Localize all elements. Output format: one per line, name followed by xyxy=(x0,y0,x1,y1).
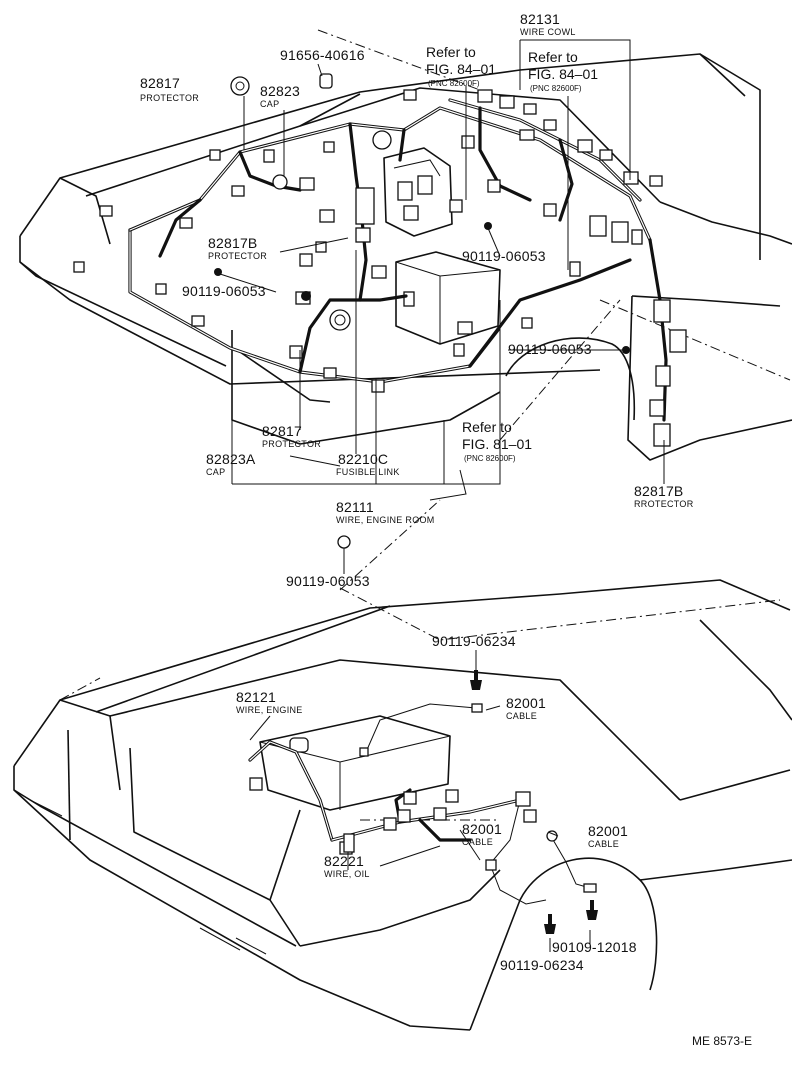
connectors-bottom xyxy=(249,703,597,893)
label-ref84a-pnc: (PNC 82600F) xyxy=(428,79,480,88)
label-82001b-num: 82001 xyxy=(462,821,502,837)
label-82121-num: 82121 xyxy=(236,689,276,705)
leader-lines-bottom xyxy=(249,650,591,952)
label-91656-num: 91656-40616 xyxy=(280,47,365,63)
label-90119c-num: 90119-06053 xyxy=(508,341,592,357)
connectors-top xyxy=(73,89,687,447)
label-ref81-line2: FIG. 81–01 xyxy=(462,436,532,452)
battery xyxy=(395,251,501,345)
label-82817a-num: 82817 xyxy=(140,75,180,91)
label-82817a-name: PROTECTOR xyxy=(140,93,199,103)
label-90119a-num: 90119-06053 xyxy=(462,248,546,264)
label-82131-num: 82131 xyxy=(520,11,560,27)
figure-code: ME 8573-E xyxy=(692,1034,752,1048)
label-82111-name: WIRE, ENGINE ROOM xyxy=(336,515,435,525)
wire-cowl xyxy=(448,98,642,222)
engine-block xyxy=(259,715,451,811)
label-ref84a-line2: FIG. 84–01 xyxy=(426,61,496,77)
label-90119f-num: 90119-06234 xyxy=(500,957,584,973)
label-82817b1-name: PROTECTOR xyxy=(208,251,267,261)
label-90119b-num: 90119-06053 xyxy=(182,283,266,299)
label-ref81-pnc: (PNC 82600F) xyxy=(464,454,516,463)
label-82121-name: WIRE, ENGINE xyxy=(236,705,303,715)
label-82823a-num: 82823A xyxy=(206,451,256,467)
small-parts-top xyxy=(214,73,630,549)
bottom-car-body xyxy=(13,579,792,1031)
label-ref81-line1: Refer to xyxy=(462,419,512,435)
label-82823-num: 82823 xyxy=(260,83,300,99)
label-82817c-name: PROTECTOR xyxy=(262,439,321,449)
label-82221-name: WIRE, OIL xyxy=(324,869,370,879)
label-82210c-num: 82210C xyxy=(338,451,388,467)
relay-block xyxy=(383,147,453,237)
label-82111-num: 82111 xyxy=(336,499,374,515)
part-labels: 82131 WIRE COWL 91656-40616 82817 PROTEC… xyxy=(140,11,752,1048)
bolts-bottom xyxy=(470,670,598,934)
label-90119d-num: 90119-06053 xyxy=(286,573,370,589)
label-82001a-name: CABLE xyxy=(506,711,537,721)
label-82001c-num: 82001 xyxy=(588,823,628,839)
label-82131-name: WIRE COWL xyxy=(520,27,576,37)
label-82001a-num: 82001 xyxy=(506,695,546,711)
label-90109-num: 90109-12018 xyxy=(552,939,637,955)
label-ref84b-line2: FIG. 84–01 xyxy=(528,66,598,82)
label-82817b2-num: 82817B xyxy=(634,483,683,499)
label-82001c-name: CABLE xyxy=(588,839,619,849)
label-82817b1-num: 82817B xyxy=(208,235,257,251)
label-82221-num: 82221 xyxy=(324,853,364,869)
label-82817b2-name: RROTECTOR xyxy=(634,499,694,509)
label-82001b-name: CABLE xyxy=(462,837,493,847)
label-ref84a-line1: Refer to xyxy=(426,44,476,60)
label-90119e-num: 90119-06234 xyxy=(432,633,516,649)
label-82210c-name: FUSIBLE LINK xyxy=(336,467,400,477)
label-82823a-name: CAP xyxy=(206,467,225,477)
label-82817c-num: 82817 xyxy=(262,423,302,439)
label-ref84b-pnc: (PNC 82600F) xyxy=(530,84,582,93)
battery-cables xyxy=(365,703,591,905)
label-82823-name: CAP xyxy=(260,99,279,109)
label-ref84b-line1: Refer to xyxy=(528,49,578,65)
engine-room-wire xyxy=(128,106,668,422)
leader-lines-top xyxy=(219,39,665,574)
